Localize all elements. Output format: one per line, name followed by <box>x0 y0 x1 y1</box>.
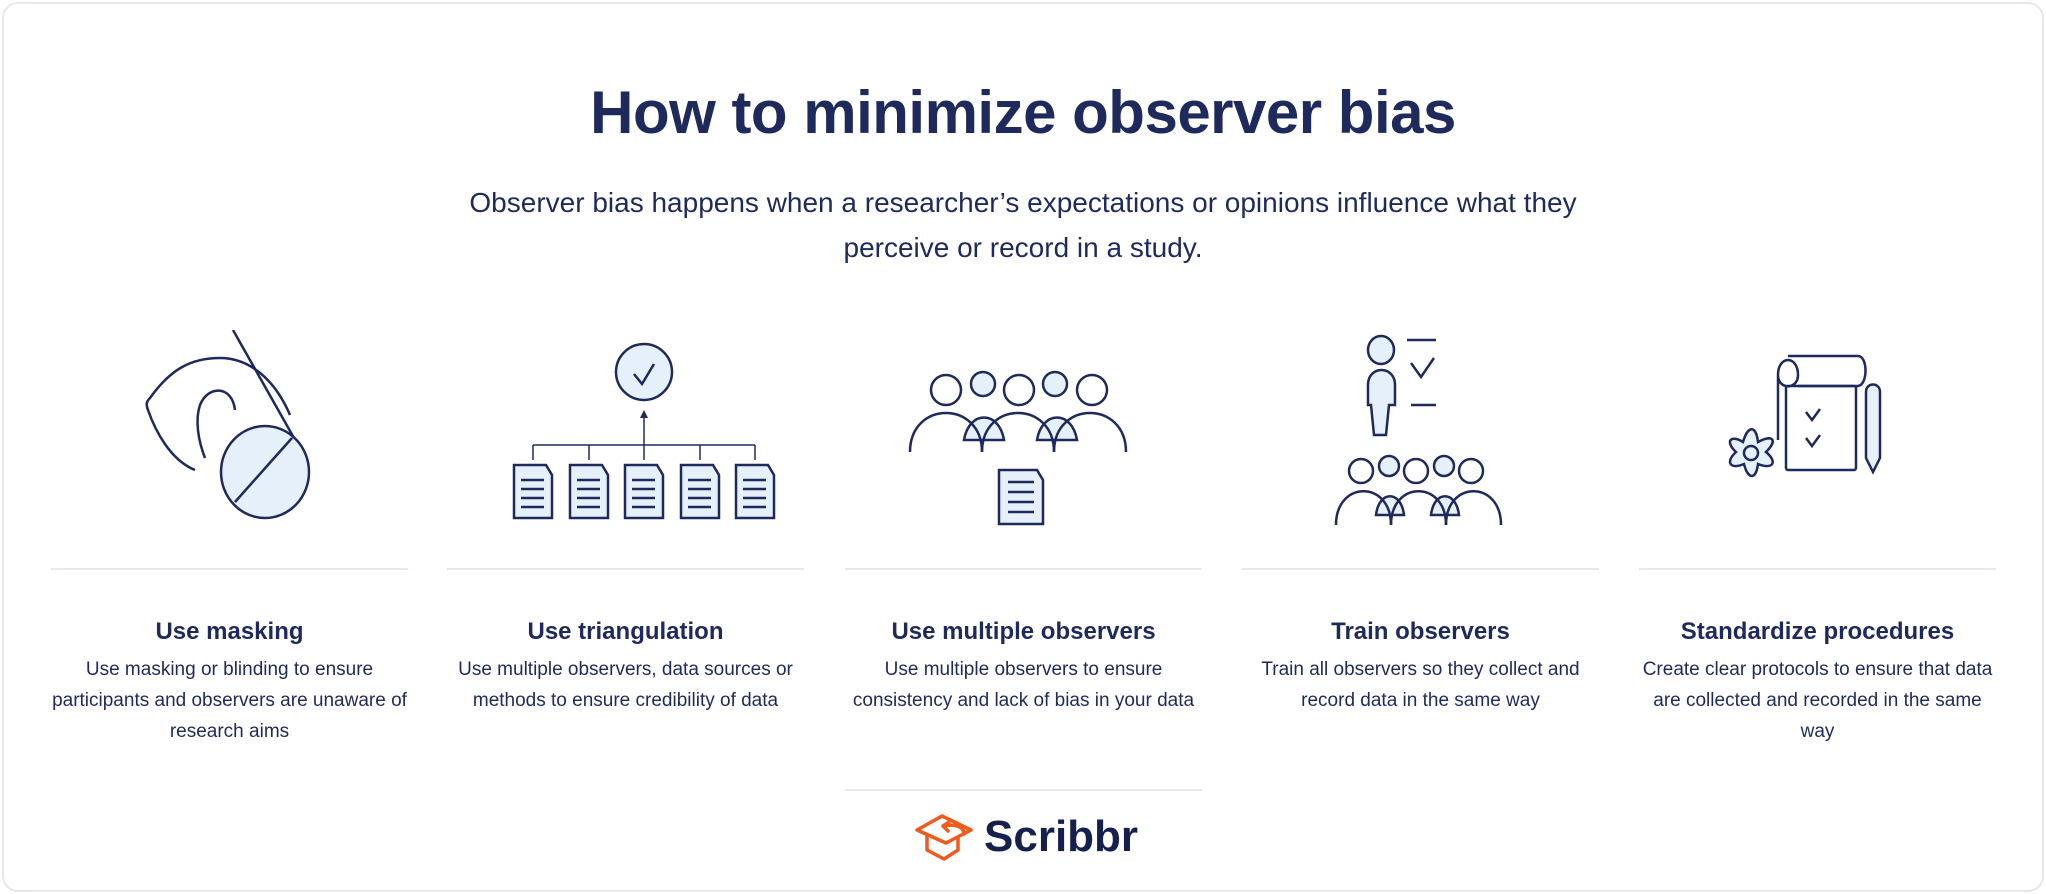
tip-use-triangulation: Use triangulation Use multiple observers… <box>447 320 804 711</box>
graduation-cap-icon <box>915 814 973 861</box>
logo-text: Scribbr <box>984 812 1139 861</box>
tip-title: Train observers <box>1331 618 1510 645</box>
divider <box>51 568 408 570</box>
eye-blocked-icon <box>51 320 408 540</box>
tip-description: Use masking or blinding to ensure partic… <box>52 659 407 742</box>
tip-title: Use triangulation <box>527 618 724 645</box>
tip-title: Standardize procedures <box>1680 618 1955 645</box>
trainer-group-icon <box>1242 320 1599 540</box>
tip-train-observers: Train observers Train all observers so t… <box>1242 320 1599 711</box>
divider <box>1242 568 1599 570</box>
tip-title: Use multiple observers <box>891 618 1156 645</box>
tip-description: Create clear protocols to ensure that da… <box>1642 659 1993 742</box>
divider <box>447 568 804 570</box>
checklist-gear-icon <box>1639 320 1996 540</box>
footer-divider <box>845 789 1202 791</box>
tip-title: Use masking <box>155 618 304 645</box>
divider <box>845 568 1202 570</box>
subtitle: Observer bias happens when a researcher’… <box>469 187 1577 263</box>
divider <box>1639 568 1996 570</box>
scribbr-logo: Scribbr <box>914 812 1138 862</box>
tip-use-multiple-observers: Use multiple observers Use multiple obse… <box>845 320 1202 711</box>
tip-description: Train all observers so they collect and … <box>1261 659 1580 711</box>
documents-hierarchy-icon <box>447 320 804 540</box>
tip-description: Use multiple observers, data sources or … <box>458 659 793 711</box>
tip-standardize-procedures: Standardize procedures Create clear prot… <box>1639 320 1996 742</box>
group-document-icon <box>845 320 1202 540</box>
tip-description: Use multiple observers to ensure consist… <box>852 659 1195 711</box>
page-title: How to minimize observer bias <box>590 79 1456 146</box>
tip-use-masking: Use masking Use masking or blinding to e… <box>51 320 408 742</box>
